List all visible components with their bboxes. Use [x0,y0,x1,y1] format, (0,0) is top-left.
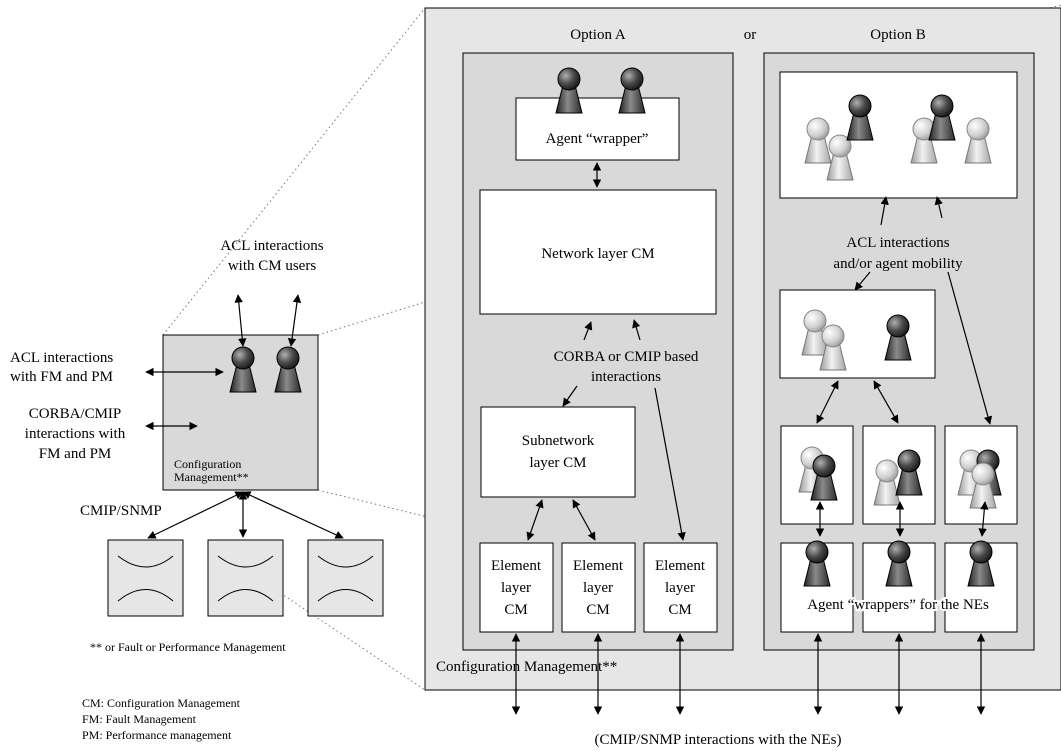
ne-wrapper-box-1 [780,540,854,633]
cmip-nes-label: (CMIP/SNMP interactions with the NEs) [595,732,842,748]
or-label: or [744,27,757,43]
ne-agent-box-1 [780,425,854,525]
ne-agent-box-2 [862,425,936,525]
agent-wrapper-box [515,97,680,161]
config-box-label-1: Configuration [174,457,241,471]
option-b-title: Option B [870,27,925,43]
legend-pm: PM: Performance management [82,728,232,742]
network-element-3 [307,539,384,617]
agent-wrappers-nes-label: Agent “wrappers” for the NEs [807,597,989,613]
corba-cmip-label-1: CORBA/CMIP [29,406,122,422]
legend-cm: CM: Configuration Management [82,696,241,710]
svg-text:layer: layer [665,580,695,596]
acl-cm-users-label-2: with CM users [228,258,317,274]
ne-wrapper-box-3 [944,540,1018,633]
config-box-label-2: Management** [174,470,249,484]
element-layer-box-3: Element layer CM [643,542,718,633]
legend-fm: FM: Fault Management [82,712,197,726]
acl-fm-pm-label-2: with FM and PM [10,369,113,385]
footnote: ** or Fault or Performance Management [90,640,286,654]
acl-mobility-label-2: and/or agent mobility [833,256,963,272]
acl-fm-pm-label-1: ACL interactions [10,350,113,366]
svg-text:layer: layer [583,580,613,596]
svg-text:Element: Element [491,558,542,574]
element-layer-box-1: Element layer CM [479,542,554,633]
network-layer-box [479,189,717,315]
ne-interaction-arrows [511,633,986,715]
option-a-title: Option A [570,27,626,43]
corba-cmip-label-2: interactions with [25,426,126,442]
ne-wrapper-box-2 [862,540,936,633]
svg-text:CM: CM [668,602,691,618]
option-b-panel: ACL interactions and/or agent mobility [763,52,1035,651]
svg-text:CM: CM [504,602,527,618]
element-layer-box-2: Element layer CM [561,542,636,633]
corba-interactions-label-2: interactions [591,369,661,385]
acl-mobility-label-1: ACL interactions [846,235,949,251]
svg-text:Element: Element [655,558,706,574]
option-a-panel: Agent “wrapper” Network layer CM CORBA o… [462,52,734,651]
svg-text:layer: layer [501,580,531,596]
corba-interactions-label-1: CORBA or CMIP based [554,349,699,365]
corba-cmip-label-3: FM and PM [39,446,112,462]
agent-platform-box-middle [779,289,936,379]
subnetwork-layer-box [480,406,636,498]
subnetwork-label-1: Subnetwork [522,433,595,449]
config-management-label: Configuration Management** [436,659,617,675]
network-element-1 [107,539,184,617]
svg-text:Element: Element [573,558,624,574]
overview-section: ACL interactions with CM users ACL inter… [10,238,384,742]
acl-cm-users-label-1: ACL interactions [220,238,323,254]
network-element-2 [207,539,284,617]
network-layer-label: Network layer CM [541,246,654,262]
ne-agent-box-3 [944,425,1018,525]
subnetwork-label-2: layer CM [529,455,586,471]
cmip-snmp-label: CMIP/SNMP [80,503,162,519]
svg-text:CM: CM [586,602,609,618]
agent-wrapper-label: Agent “wrapper” [546,131,649,147]
